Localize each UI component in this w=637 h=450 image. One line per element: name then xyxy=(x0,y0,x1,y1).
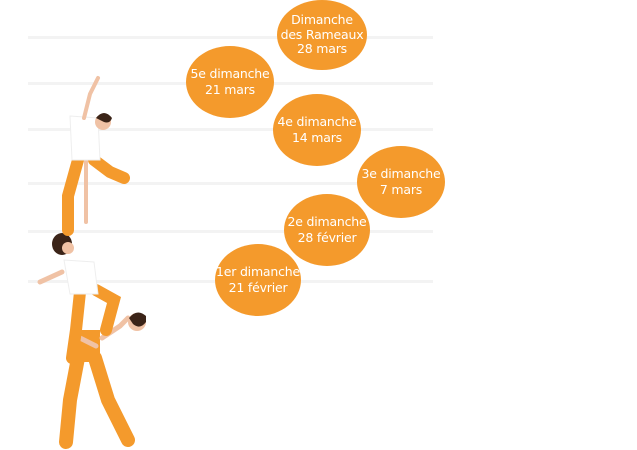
acrobats-illustration-icon xyxy=(37,76,146,449)
sunday-bubble-2: 2e dimanche 28 février xyxy=(284,194,370,266)
sunday-bubble-4: 4e dimanche 14 mars xyxy=(273,94,361,166)
guide-line xyxy=(28,128,433,131)
sunday-bubble-1: 1er dimanche 21 février xyxy=(215,244,301,316)
sunday-label: 1er dimanche xyxy=(215,264,300,280)
sunday-label-2: des Rameaux xyxy=(280,26,364,42)
sunday-label: 5e dimanche xyxy=(190,66,270,82)
palm-sunday-bubble: Dimanche des Rameaux 28 mars xyxy=(277,0,367,70)
sunday-date: 28 mars xyxy=(297,41,347,57)
sunday-date: 7 mars xyxy=(379,182,423,197)
sunday-date: 14 mars xyxy=(292,130,342,145)
sunday-bubble-5: 5e dimanche 21 mars xyxy=(186,46,274,118)
sunday-label: 4e dimanche xyxy=(277,114,357,130)
sunday-date: 28 février xyxy=(297,230,357,245)
sunday-label: 3e dimanche xyxy=(361,166,441,182)
sunday-date: 21 février xyxy=(228,280,288,295)
sunday-label: Dimanche xyxy=(291,12,353,28)
guide-line xyxy=(28,182,433,185)
guide-line xyxy=(28,36,433,39)
sunday-bubble-3: 3e dimanche 7 mars xyxy=(357,146,445,218)
guide-line xyxy=(28,230,433,233)
sunday-date: 21 mars xyxy=(205,82,255,97)
sunday-label: 2e dimanche xyxy=(287,214,367,230)
